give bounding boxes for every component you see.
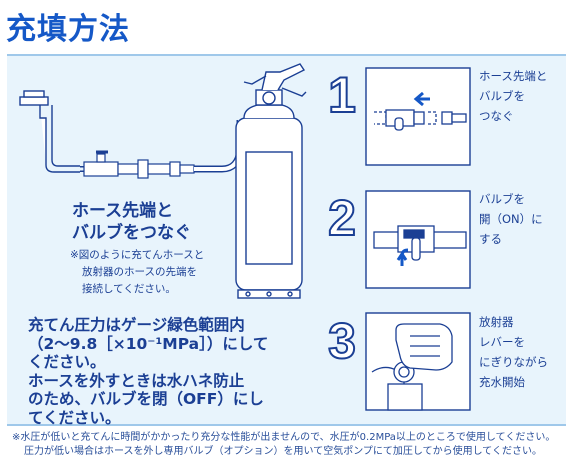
step-label-line: する xyxy=(479,232,502,246)
instruction-note-line: 放射器のホースの先端を xyxy=(82,266,197,278)
step-3-label: 放射器 レバーを にぎりながら 充水開始 xyxy=(479,312,569,392)
footer-line: ※水圧が低いと充てんに時間がかかったり充分な性能が出ませんので、水圧が0.2MP… xyxy=(12,432,556,443)
step-2-label: バルブを 開（ON）に する xyxy=(479,189,569,249)
notice-line: 充てん圧力はゲージ緑色範囲内 xyxy=(28,316,245,334)
notice-line: のため、バルブを閉（OFF）にし xyxy=(28,390,264,408)
extinguisher-icon xyxy=(235,63,307,299)
instruction-heading-line: バルブをつなぐ xyxy=(72,223,191,243)
step-label-line: レバーを xyxy=(479,335,525,349)
step-label-line: ホース先端と xyxy=(479,69,548,83)
step-1-number: 1 xyxy=(328,67,356,123)
instruction-heading: ホース先端と バルブをつなぐ xyxy=(72,200,191,244)
step-2-number: 2 xyxy=(328,190,356,246)
instruction-heading-line: ホース先端と xyxy=(72,201,174,221)
notice-line: ホースを外すときは水ハネ防止 xyxy=(28,371,245,390)
notice-line: ください。 xyxy=(28,353,106,371)
step-1-label: ホース先端と バルブを つなぐ xyxy=(479,66,569,126)
faucet-icon xyxy=(19,90,80,173)
step-1-connect-icon xyxy=(374,109,467,131)
notice-line: てください。 xyxy=(28,408,121,427)
instruction-note-line: 接続してください。 xyxy=(82,283,176,295)
step-2-valve-icon xyxy=(373,225,467,261)
instruction-note: ※図のように充てんホースと 放射器のホースの先端を 接続してください。 xyxy=(70,247,240,298)
instruction-note-line: ※図のように充てんホースと xyxy=(70,249,205,261)
footer-note: ※水圧が低いと充てんに時間がかかったり充分な性能が出ませんので、水圧が0.2MP… xyxy=(12,431,555,459)
step-label-line: 放射器 xyxy=(479,315,514,329)
left-arrow-icon xyxy=(413,91,430,107)
step-label-line: にぎりながら xyxy=(479,355,548,369)
footer-line: 圧力が低い場合はホースを外し専用バルブ（オプション）を用いて空気ポンプにて加圧し… xyxy=(24,446,542,457)
step-label-line: 開（ON）に xyxy=(479,212,543,226)
step-label-line: バルブを xyxy=(479,89,525,103)
step-3-hand-icon xyxy=(371,323,453,411)
page-title: 充填方法 xyxy=(6,12,130,47)
step-3-number: 3 xyxy=(328,313,356,369)
pressure-notice: 充てん圧力はゲージ緑色範囲内 （2～9.8［×10⁻¹MPa］）にして ください… xyxy=(28,316,328,427)
step-label-line: つなぐ xyxy=(479,109,514,123)
valve-icon xyxy=(83,150,149,179)
turn-arrow-icon xyxy=(396,248,409,266)
step-label-line: 充水開始 xyxy=(479,375,525,389)
notice-line: （2～9.8［×10⁻¹MPa］）にして xyxy=(28,334,269,353)
step-label-line: バルブを xyxy=(479,192,525,206)
